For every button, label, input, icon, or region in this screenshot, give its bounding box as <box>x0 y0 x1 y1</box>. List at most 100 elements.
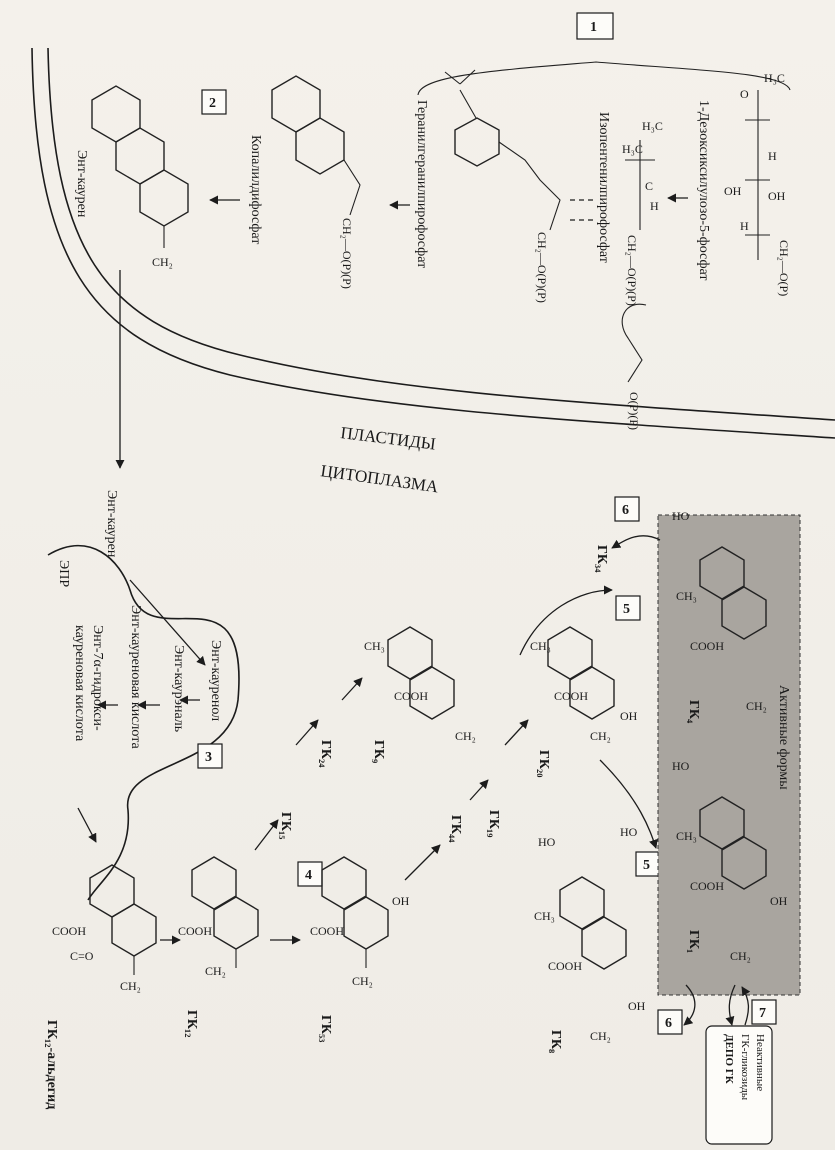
label-gk19: ГК₁₉ <box>486 810 501 837</box>
svg-text:COOH: COOH <box>690 639 724 653</box>
step-number-6a: 6 <box>622 503 629 518</box>
svg-text:OH: OH <box>620 709 638 723</box>
gk1-structure: HO CH₃ COOH OH CH₂ <box>672 759 788 963</box>
step-box-7 <box>751 999 777 1025</box>
ipp-structure: H₃C H₃C C H CH₂—O(P)(P) <box>622 119 663 306</box>
step-box-3 <box>197 743 223 769</box>
svg-text:CH₂: CH₂ <box>746 699 767 713</box>
gk20-structure: CH₃ COOH CH₂ OH <box>530 626 638 743</box>
label-gk20: ГК₂₀ <box>536 750 551 777</box>
svg-text:CH₂—O(P)(P): CH₂—O(P)(P) <box>625 235 639 306</box>
svg-text:CH₂: CH₂ <box>205 964 226 978</box>
svg-text:C=O: C=O <box>70 949 94 963</box>
label-ipp: Изопентенилпирофосфат <box>596 112 611 263</box>
gk9-structure: CH₃ COOH CH₂ <box>364 626 476 743</box>
label-ggpp: Геранилгеранилпирофосфат <box>414 100 429 268</box>
svg-text:COOH: COOH <box>178 924 212 938</box>
arrow-gk20-to-gk1 <box>599 759 658 849</box>
svg-text:CH₂: CH₂ <box>590 729 611 743</box>
label-ent-kaurenal: Энт-каурэналь <box>171 645 186 732</box>
label-gk1: ГК₁ <box>686 930 701 953</box>
svg-text:OH: OH <box>392 894 410 908</box>
step-number-4: 4 <box>305 868 312 883</box>
svg-text:CH₃: CH₃ <box>534 909 555 923</box>
svg-text:HO: HO <box>620 825 638 839</box>
svg-text:H₃C: H₃C <box>642 119 663 133</box>
label-gk15: ГК₁₅ <box>278 812 293 839</box>
depot-line-1: Неактивные <box>754 1034 766 1091</box>
svg-text:CH₂: CH₂ <box>590 1029 611 1043</box>
step-box-1 <box>576 12 614 40</box>
label-gk9: ГК₉ <box>371 740 386 763</box>
step-1-bracket <box>417 61 791 96</box>
svg-text:CH₂: CH₂ <box>455 729 476 743</box>
label-hydroxy-acid-1: Энт-7α-гидрокси- <box>90 625 105 731</box>
svg-text:CH₂—O(P): CH₂—O(P) <box>777 240 791 296</box>
step-box-6a <box>614 496 640 522</box>
svg-text:COOH: COOH <box>394 689 428 703</box>
gk4-structure: HO CH₃ COOH CH₂ <box>672 509 767 713</box>
step-number-3: 3 <box>205 750 212 765</box>
arrow-gk15-to-gk24 <box>295 719 319 746</box>
step-box-5b <box>635 851 661 877</box>
svg-text:COOH: COOH <box>52 924 86 938</box>
ggpp-structure: CH₂—O(P)(P) <box>444 69 561 303</box>
cytoplasm-label: ЦИТОПЛАЗМА <box>319 461 440 496</box>
svg-text:O(P)(P): O(P)(P) <box>627 392 641 430</box>
arrow-gk1-to-depot <box>725 984 736 1026</box>
svg-text:CH₂: CH₂ <box>730 949 751 963</box>
svg-text:OH: OH <box>768 189 786 203</box>
svg-text:CH₃: CH₃ <box>364 639 385 653</box>
plastid-membrane-inner <box>47 47 835 421</box>
depot-line-3: ДЕПО ГК <box>723 1034 735 1084</box>
svg-text:H: H <box>650 199 659 213</box>
svg-text:CH₂: CH₂ <box>352 974 373 988</box>
depot-box <box>705 1025 773 1145</box>
step-number-5a: 5 <box>623 602 630 617</box>
svg-text:OH: OH <box>724 184 742 198</box>
arrow-gk53-to-gk44 <box>404 844 441 881</box>
er-label: ЭПР <box>56 560 71 587</box>
svg-text:OH: OH <box>628 999 646 1013</box>
dxp-structure: H₃C O H OH OH H CH₂—O(P) <box>724 71 791 296</box>
step-number-5b: 5 <box>643 858 650 873</box>
arrow-gk44-to-gk19 <box>469 779 489 801</box>
svg-text:COOH: COOH <box>554 689 588 703</box>
label-gk4: ГК₄ <box>686 700 701 724</box>
er-membrane <box>47 544 240 901</box>
svg-text:COOH: COOH <box>548 959 582 973</box>
svg-text:CH₃: CH₃ <box>530 639 551 653</box>
arrow-gk1-to-gk8 <box>683 984 696 1026</box>
gk53-structure: COOH OH CH₂ <box>310 856 410 988</box>
arrow-hydroxy-to-gk12ald <box>77 807 97 843</box>
active-forms-label: Активные формы <box>776 685 791 790</box>
svg-text:H: H <box>740 219 749 233</box>
arrow-gk19-to-gk20 <box>504 719 529 746</box>
plastids-label: ПЛАСТИДЫ <box>340 423 437 454</box>
depot-line-2: ГК-гликозиды <box>739 1034 751 1101</box>
arrow-gk4-to-gk34 <box>611 535 661 549</box>
cpp-structure: CH₂—O(P)(P) <box>271 75 361 289</box>
arrow-gk24-to-gk9 <box>341 677 363 701</box>
step-number-7: 7 <box>759 1006 766 1021</box>
label-ent-kaurene-cyto: Энт-каурен <box>104 490 119 558</box>
svg-text:H₃C: H₃C <box>764 71 785 85</box>
dmapp-structure: O(P)(P) <box>621 303 647 430</box>
svg-text:OH: OH <box>770 894 788 908</box>
svg-text:C: C <box>645 179 653 193</box>
svg-text:HO: HO <box>672 509 690 523</box>
label-hydroxy-acid-2: кауреновая кислота <box>72 625 87 742</box>
step-box-2 <box>201 89 227 115</box>
label-gk12: ГК₁₂ <box>184 1010 199 1037</box>
step-number-2: 2 <box>209 96 216 111</box>
step-number-1: 1 <box>590 20 597 35</box>
svg-text:H₃C: H₃C <box>622 142 643 156</box>
svg-text:CH₂—O(P)(P): CH₂—O(P)(P) <box>535 232 549 303</box>
svg-text:H: H <box>768 149 777 163</box>
gk8-structure: HO HO CH₃ COOH OH CH₂ <box>534 825 646 1043</box>
label-gk8: ГК₈ <box>548 1030 563 1053</box>
gk12-structure: COOH CH₂ <box>178 856 259 978</box>
arrow-depot-to-gk1 <box>741 986 751 1026</box>
label-gk34: ГК₃₄ <box>594 545 609 573</box>
